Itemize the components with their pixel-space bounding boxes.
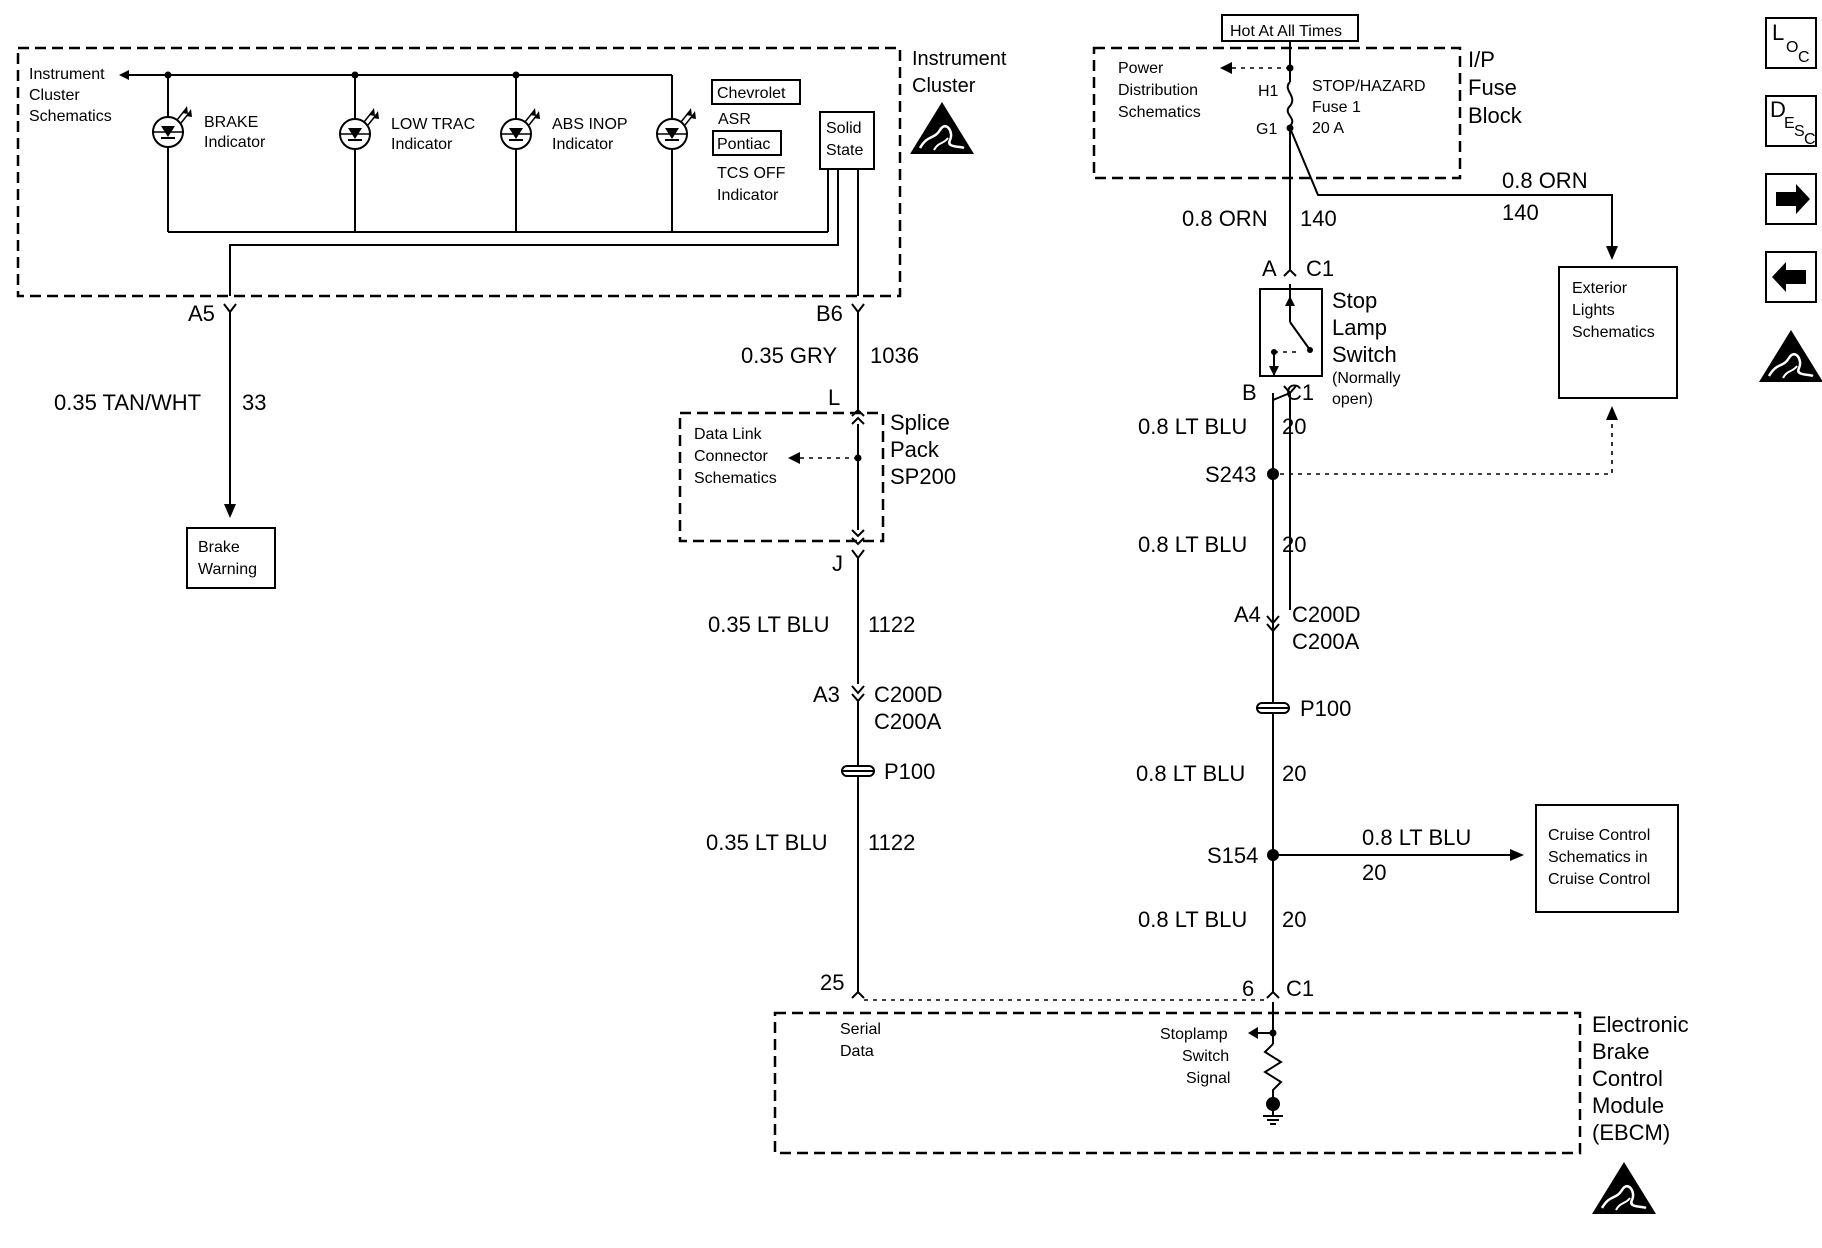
- wire-ltblu20-d-gauge: 0.8 LT BLU: [1138, 907, 1247, 932]
- low-trac-indicator-lamp-icon: [339, 107, 380, 150]
- connector-a4: A4: [1234, 602, 1261, 627]
- fuse-h1: H1: [1258, 83, 1279, 100]
- loc-button[interactable]: L O C: [1765, 17, 1817, 69]
- wire-orn-left-gauge: 0.8 ORN: [1182, 206, 1268, 231]
- connector-l: L: [828, 385, 840, 410]
- connector-c1-bottom: C1: [1286, 976, 1314, 1001]
- connector-b: B: [1242, 380, 1257, 405]
- asr-label: ASR: [718, 111, 751, 128]
- hot-at-all-times: Hot At All Times: [1230, 23, 1342, 40]
- wire-gry-gauge: 0.35 GRY: [741, 343, 838, 368]
- connector-a: A: [1262, 256, 1277, 281]
- solid-state-box: [819, 111, 875, 170]
- svg-text:C: C: [1798, 49, 1810, 66]
- connector-a3: A3: [813, 682, 840, 707]
- connector-c1-top: C1: [1306, 256, 1334, 281]
- wire-orn-right-circuit: 140: [1502, 200, 1539, 225]
- wire-ltblu20-d-circuit: 20: [1282, 907, 1306, 932]
- pontiac-box: [712, 130, 782, 156]
- wire-ltblu20-a-circuit: 20: [1282, 414, 1306, 439]
- wire-orn-left-circuit: 140: [1300, 206, 1337, 231]
- wire-ltblu1122-a-circuit: 1122: [868, 612, 915, 637]
- svg-text:C: C: [1804, 131, 1816, 148]
- splice-s154-label: S154: [1207, 843, 1258, 868]
- wire-ltblu1122-b-circuit: 1122: [868, 830, 915, 855]
- svg-text:D: D: [1770, 97, 1786, 122]
- desc-button[interactable]: D E S C: [1765, 95, 1817, 148]
- pontiac-label: Pontiac: [717, 136, 770, 153]
- svg-text:E: E: [1784, 115, 1795, 132]
- wire-ltblu20-b-gauge: 0.8 LT BLU: [1138, 532, 1247, 557]
- wire-ltblu20-a-gauge: 0.8 LT BLU: [1138, 414, 1247, 439]
- p100-left: P100: [884, 759, 935, 784]
- chevrolet-box: [711, 79, 801, 105]
- connector-j: J: [832, 551, 843, 576]
- wire-cruise-gauge: 0.8 LT BLU: [1362, 825, 1471, 850]
- esd-warning-icon: [1757, 328, 1822, 384]
- left-arrow-icon: [1772, 262, 1806, 292]
- connector-pin-6: 6: [1242, 976, 1254, 1001]
- wire-ltblu20-c-gauge: 0.8 LT BLU: [1136, 761, 1245, 786]
- tcs-off-indicator-lamp-icon: [656, 107, 697, 150]
- connector-c200d-left: C200D: [874, 682, 942, 707]
- connector-b6: B6: [816, 301, 843, 326]
- connector-a5: A5: [188, 301, 215, 326]
- esd-warning-icon: [1590, 1160, 1658, 1216]
- wire-tan-gauge: 0.35 TAN/WHT: [54, 390, 201, 415]
- connector-c200a-right: C200A: [1292, 629, 1360, 654]
- wire-ltblu20-c-circuit: 20: [1282, 761, 1306, 786]
- chevrolet-label: Chevrolet: [717, 85, 786, 102]
- brake-indicator-lamp-icon: [152, 105, 193, 148]
- wire-tan-circuit: 33: [242, 390, 266, 415]
- svg-text:L: L: [1772, 20, 1784, 45]
- wire-ltblu1122-a-gauge: 0.35 LT BLU: [708, 612, 829, 637]
- next-button[interactable]: [1765, 173, 1817, 225]
- right-arrow-icon: [1776, 184, 1810, 214]
- wire-ltblu1122-b-gauge: 0.35 LT BLU: [706, 830, 827, 855]
- prev-button[interactable]: [1765, 251, 1817, 303]
- connector-pin-25: 25: [820, 970, 844, 995]
- p100-right: P100: [1300, 696, 1351, 721]
- abs-inop-indicator-lamp-icon: [500, 107, 541, 150]
- wire-gry-circuit: 1036: [870, 343, 919, 368]
- wire-cruise-circuit: 20: [1362, 860, 1386, 885]
- wire-ltblu20-b-circuit: 20: [1282, 532, 1306, 557]
- svg-text:S: S: [1794, 123, 1805, 140]
- fuse-g1: G1: [1256, 121, 1277, 138]
- splice-s243-label: S243: [1205, 462, 1256, 487]
- esd-warning-icon: [908, 100, 976, 156]
- connector-c200a-left: C200A: [874, 709, 942, 734]
- svg-text:O: O: [1786, 39, 1798, 56]
- connector-c200d-right: C200D: [1292, 602, 1360, 627]
- wire-orn-right-gauge: 0.8 ORN: [1502, 168, 1588, 193]
